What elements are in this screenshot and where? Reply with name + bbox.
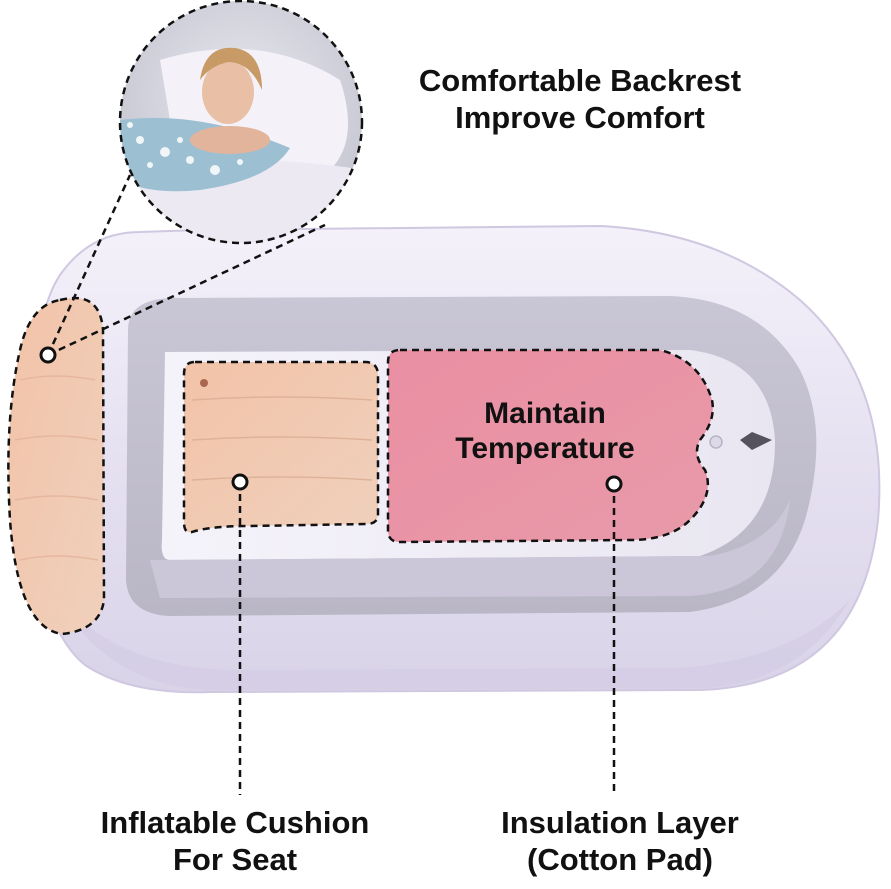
- callout-backrest: Comfortable Backrest Improve Comfort: [380, 62, 780, 136]
- callout-insulation: Insulation Layer (Cotton Pad): [440, 804, 800, 878]
- callout-temperature-line1: Maintain: [484, 397, 606, 430]
- callout-insulation-line1: Insulation Layer: [501, 805, 739, 840]
- drain-valve-icon: [709, 432, 772, 450]
- callout-dots: [39, 346, 623, 493]
- callout-cushion-line1: Inflatable Cushion: [100, 805, 370, 840]
- callout-backrest-line2: Improve Comfort: [455, 100, 705, 136]
- callout-lines: [46, 174, 616, 795]
- inset-photo-backrest: [120, 1, 362, 243]
- callout-cushion-line2: For Seat: [172, 842, 298, 878]
- callout-backrest-line1: Comfortable Backrest: [418, 63, 742, 98]
- callout-temperature: Maintain Temperature: [420, 396, 670, 467]
- callout-temperature-line2: Temperature: [455, 432, 635, 466]
- seat-cushion: [182, 360, 380, 534]
- callout-insulation-line2: (Cotton Pad): [527, 842, 713, 878]
- backrest-pad: [7, 296, 106, 636]
- air-valve-icon: [200, 379, 208, 387]
- insulation-pad: [386, 348, 714, 544]
- callout-cushion: Inflatable Cushion For Seat: [40, 804, 430, 878]
